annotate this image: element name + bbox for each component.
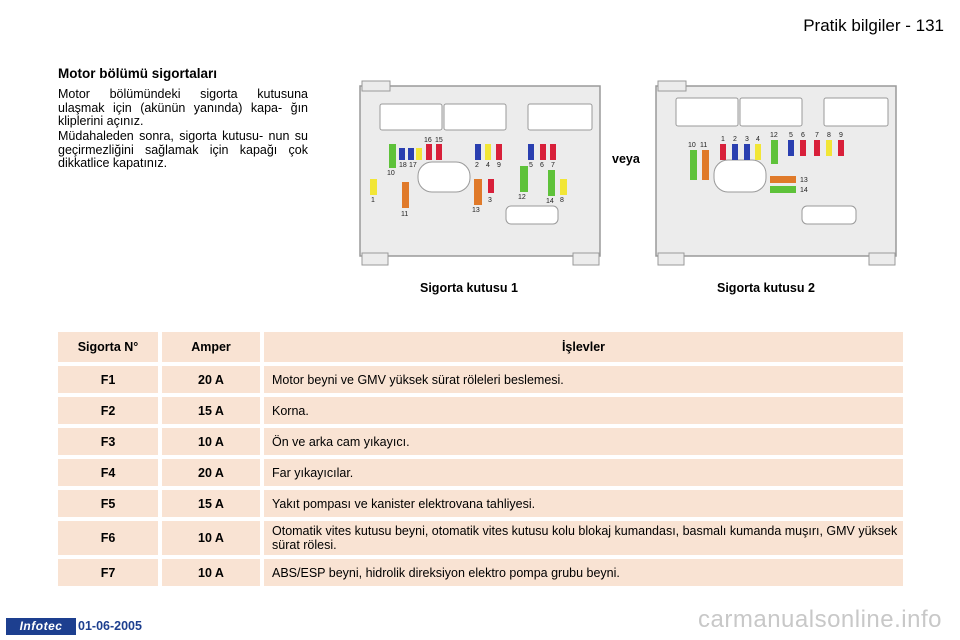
fuse-table: Sigorta N° Amper İşlevler F1 20 A Motor … [58,332,903,586]
fuse-box-2-labels: 10 11 1 2 3 4 12 5 6 7 8 9 13 14 [688,132,843,194]
infotec-logo: Infotec [6,618,76,635]
header-fuse-number: Sigorta N° [58,332,158,362]
svg-text:12: 12 [518,194,526,201]
section-title: Motor bölümü sigortaları [58,66,218,81]
edition-date: 01-06-2005 [78,619,142,633]
svg-text:10: 10 [387,170,395,177]
svg-text:5: 5 [789,132,793,139]
svg-text:10: 10 [688,142,696,149]
svg-text:4: 4 [486,162,490,169]
fuse-ampere: 20 A [162,459,260,486]
svg-text:1: 1 [721,136,725,143]
svg-text:17: 17 [409,162,417,169]
fuse-box-1-diagram: 16 15 10 18 17 2 4 9 5 6 7 1 11 13 3 12 … [359,80,601,266]
fuse-ampere: 10 A [162,428,260,455]
svg-text:11: 11 [700,142,707,149]
svg-text:18: 18 [399,162,407,169]
fuse-box-2-caption: Sigorta kutusu 2 [717,281,815,295]
fuse-ampere: 20 A [162,366,260,393]
fuse-function: Yakıt pompası ve kanister elektrovana ta… [264,490,903,517]
page-title: Pratik bilgiler - 131 [803,16,944,35]
header-functions: İşlevler [264,332,903,362]
fuse-number: F3 [58,428,158,455]
fuse-box-2-housing [655,80,897,266]
fuse-number: F1 [58,366,158,393]
svg-text:7: 7 [551,162,555,169]
table-row: F4 20 A Far yıkayıcılar. [58,459,903,486]
fuse-box-2-diagram: 10 11 1 2 3 4 12 5 6 7 8 9 13 14 [655,80,897,266]
table-header-row: Sigorta N° Amper İşlevler [58,332,903,362]
svg-text:13: 13 [800,177,808,184]
paragraph-closing: Müdahaleden sonra, sigorta kutusu- nun s… [58,129,308,170]
fuse-number: F5 [58,490,158,517]
fuse-number: F2 [58,397,158,424]
svg-text:5: 5 [529,162,533,169]
table-row: F7 10 A ABS/ESP beyni, hidrolik direksiy… [58,559,903,586]
svg-text:8: 8 [827,132,831,139]
table-row: F1 20 A Motor beyni ve GMV yüksek sürat … [58,366,903,393]
or-separator: veya [612,152,640,166]
fuse-box-1-fuses [370,144,567,208]
svg-text:6: 6 [801,132,805,139]
svg-text:7: 7 [815,132,819,139]
fuse-function: Otomatik vites kutusu beyni, otomatik vi… [264,521,903,555]
svg-text:6: 6 [540,162,544,169]
fuse-function: Motor beyni ve GMV yüksek sürat röleleri… [264,366,903,393]
svg-text:2: 2 [733,136,737,143]
svg-text:9: 9 [497,162,501,169]
table-row: F5 15 A Yakıt pompası ve kanister elektr… [58,490,903,517]
svg-text:3: 3 [488,197,492,204]
table-row: F3 10 A Ön ve arka cam yıkayıcı. [58,428,903,455]
fuse-number: F7 [58,559,158,586]
svg-text:14: 14 [800,187,808,194]
fuse-function: Ön ve arka cam yıkayıcı. [264,428,903,455]
fuse-ampere: 10 A [162,521,260,555]
fuse-function: Far yıkayıcılar. [264,459,903,486]
fuse-ampere: 10 A [162,559,260,586]
table-row: F6 10 A Otomatik vites kutusu beyni, oto… [58,521,903,555]
svg-text:12: 12 [770,132,778,139]
fuse-ampere: 15 A [162,397,260,424]
svg-text:4: 4 [756,136,760,143]
fuse-function: Korna. [264,397,903,424]
header-ampere: Amper [162,332,260,362]
svg-text:3: 3 [745,136,749,143]
fuse-ampere: 15 A [162,490,260,517]
fuse-box-2-fuses [690,140,844,193]
fuse-number: F6 [58,521,158,555]
fuse-function: ABS/ESP beyni, hidrolik direksiyon elekt… [264,559,903,586]
svg-text:9: 9 [839,132,843,139]
paragraph-access: Motor bölümündeki sigorta kutusuna ulaşm… [58,87,308,128]
fuse-number: F4 [58,459,158,486]
svg-text:13: 13 [472,207,480,214]
svg-text:1: 1 [371,197,375,204]
fuse-box-1-housing [359,80,601,266]
site-watermark: carmanualsonline.info [698,606,942,633]
fuse-box-1-caption: Sigorta kutusu 1 [420,281,518,295]
fuse-box-1-labels: 16 15 10 18 17 2 4 9 5 6 7 1 11 13 3 12 … [371,137,564,218]
svg-text:14: 14 [546,198,554,205]
svg-text:16: 16 [424,137,432,144]
table-row: F2 15 A Korna. [58,397,903,424]
svg-text:15: 15 [435,137,443,144]
svg-text:8: 8 [560,197,564,204]
svg-text:2: 2 [475,162,479,169]
svg-text:11: 11 [401,211,408,218]
